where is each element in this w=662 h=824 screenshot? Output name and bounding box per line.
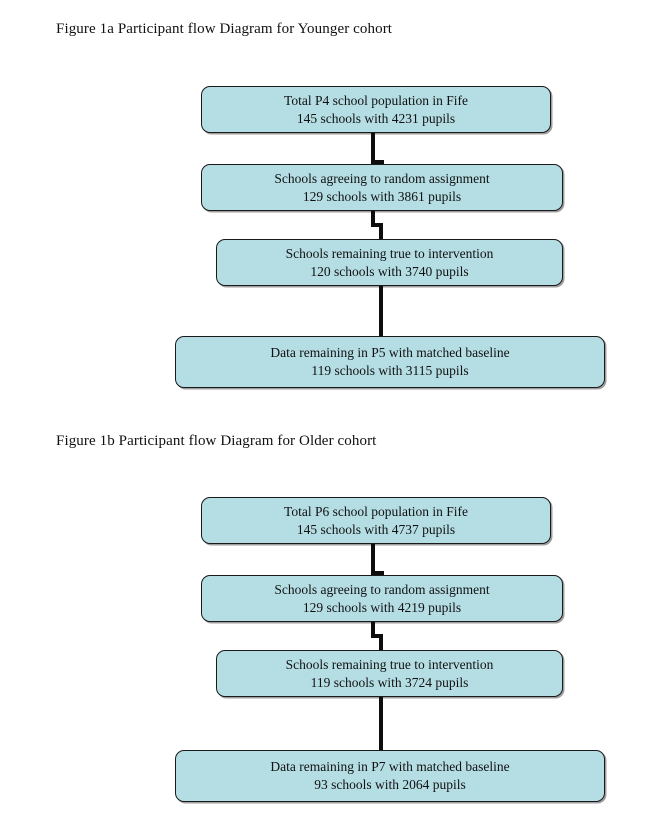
node-line-secondary: 119 schools with 3724 pupils: [310, 674, 469, 690]
connector-stem-lower: [379, 223, 383, 240]
figure-1b-connector-1: [360, 544, 390, 575]
figure-1b-node-schools-remaining-true: Schools remaining true to intervention 1…: [216, 650, 563, 697]
node-line-primary: Total P4 school population in Fife: [284, 92, 468, 108]
node-line-secondary: 145 schools with 4737 pupils: [296, 521, 456, 537]
figure-1b-title: Figure 1b Participant flow Diagram for O…: [56, 433, 377, 449]
node-line-primary: Total P6 school population in Fife: [284, 503, 468, 519]
connector-stem: [371, 133, 375, 164]
node-line-secondary: 129 schools with 4219 pupils: [302, 599, 462, 615]
connector-jog: [371, 223, 383, 227]
figure-1a-node-total-population: Total P4 school population in Fife 145 s…: [201, 86, 551, 133]
connector-stem-lower: [379, 634, 383, 651]
figure-1a-connector-3: [360, 286, 390, 336]
node-line-secondary: 120 schools with 3740 pupils: [310, 263, 469, 279]
connector-foot: [371, 160, 384, 164]
connector-foot: [371, 571, 384, 575]
connector-jog: [371, 634, 383, 638]
node-line-primary: Schools agreeing to random assignment: [274, 581, 490, 597]
connector-stem: [371, 544, 375, 575]
node-line-primary: Schools agreeing to random assignment: [274, 170, 490, 186]
node-line-secondary: 119 schools with 3115 pupils: [311, 363, 469, 378]
figure-1a-connector-1: [360, 133, 390, 164]
node-line-secondary: 145 schools with 4231 pupils: [296, 110, 456, 126]
node-line-primary: Schools remaining true to intervention: [285, 656, 494, 672]
node-line-primary: Data remaining in P5 with matched baseli…: [270, 345, 510, 361]
node-line-secondary: 129 schools with 3861 pupils: [302, 188, 462, 204]
figure-1b-connector-2: [360, 622, 390, 651]
connector-stem: [379, 697, 383, 750]
connector-stem-upper: [371, 622, 375, 638]
figure-1b-node-total-population: Total P6 school population in Fife 145 s…: [201, 497, 551, 544]
figure-1a-node-data-remaining-matched: Data remaining in P5 with matched baseli…: [175, 336, 605, 388]
figure-1b-node-schools-agreeing: Schools agreeing to random assignment 12…: [201, 575, 563, 622]
node-line-primary: Data remaining in P7 with matched baseli…: [270, 759, 510, 775]
figure-1a-node-schools-agreeing: Schools agreeing to random assignment 12…: [201, 164, 563, 211]
figure-1a-connector-2: [360, 211, 390, 240]
node-line-secondary: 93 schools with 2064 pupils: [314, 777, 466, 792]
figure-1b-connector-3: [360, 697, 390, 750]
connector-stem: [379, 286, 383, 336]
figure-1b-node-data-remaining-matched: Data remaining in P7 with matched baseli…: [175, 750, 605, 802]
figure-1a-title: Figure 1a Participant flow Diagram for Y…: [56, 21, 393, 37]
node-line-primary: Schools remaining true to intervention: [285, 245, 494, 261]
connector-stem-upper: [371, 211, 375, 227]
figure-1a-node-schools-remaining-true: Schools remaining true to intervention 1…: [216, 239, 563, 286]
